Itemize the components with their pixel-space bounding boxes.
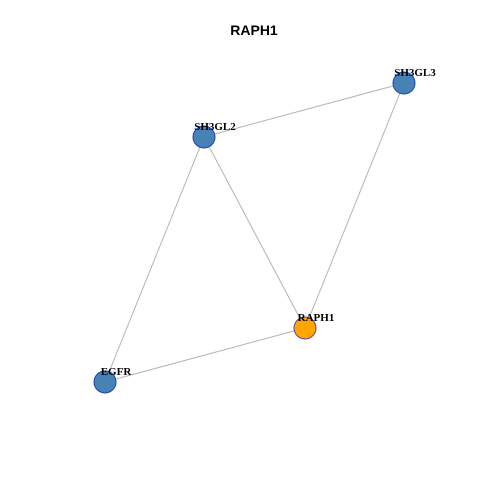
- edge-sh3gl2-raph1: [203, 136, 306, 329]
- edge-sh3gl3-raph1: [304, 82, 405, 329]
- node-circle-sh3gl3[interactable]: [392, 71, 416, 95]
- node-label-raph1: RAPH1: [298, 312, 335, 324]
- node-circle-raph1[interactable]: [293, 316, 317, 340]
- node-circle-egfr[interactable]: [93, 370, 117, 394]
- node-sh3gl3[interactable]: SH3GL3: [392, 67, 436, 95]
- edge-egfr-raph1: [104, 327, 306, 383]
- edges-layer: [104, 82, 405, 383]
- node-label-egfr: EGFR: [101, 366, 133, 378]
- node-label-sh3gl2: SH3GL2: [194, 121, 236, 133]
- node-raph1[interactable]: RAPH1: [293, 312, 335, 340]
- edge-sh3gl2-egfr: [104, 136, 205, 383]
- node-egfr[interactable]: EGFR: [93, 366, 133, 394]
- diagram-title: RAPH1: [230, 22, 278, 38]
- edge-sh3gl2-sh3gl3: [203, 82, 405, 138]
- node-sh3gl2[interactable]: SH3GL2: [192, 121, 236, 149]
- node-circle-sh3gl2[interactable]: [192, 125, 216, 149]
- node-label-sh3gl3: SH3GL3: [394, 67, 436, 79]
